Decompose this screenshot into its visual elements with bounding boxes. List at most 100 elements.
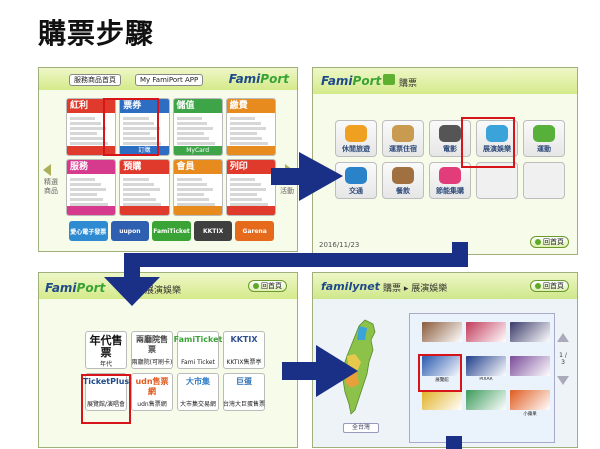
back-home-button[interactable]: 回首頁 — [530, 236, 569, 248]
event-poster — [510, 356, 550, 376]
event-card[interactable] — [510, 356, 550, 385]
category-icon — [533, 125, 555, 142]
tile-label: 電影 — [443, 145, 457, 153]
vendor-name: KKTIX售票亭 — [226, 359, 262, 366]
event-card[interactable]: PIXAR — [466, 356, 506, 385]
category-card[interactable]: 服務 — [66, 158, 117, 216]
category-items — [120, 113, 168, 149]
event-poster — [466, 322, 506, 342]
category-card[interactable]: 預購 — [119, 158, 170, 216]
event-caption: 小蘋果 — [523, 412, 537, 417]
category-card[interactable]: 會員 — [172, 158, 223, 216]
page-down-icon[interactable] — [557, 376, 569, 385]
category-items — [67, 174, 115, 210]
event-poster — [422, 390, 462, 410]
category-icon — [392, 125, 414, 142]
arrow-2-across — [124, 253, 468, 267]
famiport-logo: FamiPort — [321, 74, 382, 88]
category-title: 預購 — [120, 159, 169, 174]
event-card[interactable] — [422, 322, 462, 351]
event-card[interactable] — [466, 390, 506, 419]
famiport-logo: FamiPort — [228, 72, 289, 86]
vendor-card[interactable]: 巨蛋台灣大巨蛋售票 — [223, 373, 265, 411]
ticket-category-tile[interactable]: 休閒旅遊 — [335, 120, 377, 157]
ticket-category-tile[interactable]: 節能集購 — [429, 162, 471, 199]
all-taiwan-button[interactable]: 全台灣 — [343, 423, 379, 433]
category-card[interactable]: 繳費 — [225, 98, 276, 156]
breadcrumb: 購票 ▸ 展演娛樂 — [383, 284, 448, 294]
event-caption: PIXAR — [479, 377, 493, 382]
vendor-name: 兩廳院(可刷卡) — [131, 359, 173, 366]
vendor-name: 展覽館/演唱會 — [86, 401, 126, 408]
tile-label: 運票住宿 — [389, 145, 417, 153]
event-poster — [510, 322, 550, 342]
performance-vendor-screen: FamiPort 展演娛樂 回首頁 年代售票年代兩廳院售票兩廳院(可刷卡)Fam… — [38, 272, 298, 448]
event-card[interactable] — [466, 322, 506, 351]
vendor-logo: FamiTicket — [173, 335, 223, 344]
vendor-name: 台灣大巨蛋售票 — [223, 401, 266, 408]
back-home-button[interactable]: 回首頁 — [530, 280, 569, 292]
partner-link[interactable]: FamiTicket — [152, 221, 191, 241]
partner-link[interactable]: 愛心電子發票 — [69, 221, 108, 241]
event-card[interactable]: 展覽館 — [422, 356, 462, 385]
category-footer — [173, 206, 222, 215]
ticket-category-tile[interactable]: 展演娛樂 — [476, 120, 518, 157]
category-card[interactable]: 紅利 — [66, 98, 117, 156]
famiport-home-screen: 服務商品首頁 My FamiPort APP FamiPort 精選商品 熱門活… — [38, 67, 298, 252]
partner-link[interactable]: KKTIX — [193, 221, 233, 241]
event-card[interactable] — [422, 390, 462, 419]
prev-arrow-icon[interactable] — [43, 164, 51, 176]
ticket-icon — [383, 74, 395, 85]
vendor-card[interactable]: TicketPlus 展覽館/演唱會 — [82, 373, 130, 411]
next-arrow-icon[interactable] — [285, 164, 293, 176]
page-indicator: 1 / 3 — [559, 352, 567, 366]
category-title: 列印 — [226, 159, 275, 174]
partner-link[interactable]: Garena — [235, 221, 274, 241]
event-card[interactable] — [510, 322, 550, 351]
partner-link[interactable]: uupon — [110, 221, 150, 241]
category-title: 票券 — [120, 99, 169, 113]
category-icon — [439, 167, 461, 184]
ticket-category-tile[interactable]: 運動 — [523, 120, 565, 157]
ticket-category-tile[interactable]: 餐飲 — [382, 162, 424, 199]
vendor-logo: 巨蛋 — [236, 377, 252, 386]
category-items — [227, 174, 275, 210]
category-card[interactable]: 列印 — [225, 158, 276, 216]
category-footer: 訂購 — [120, 145, 169, 155]
category-items — [227, 113, 275, 149]
event-caption: 展覽館 — [435, 378, 449, 383]
my-famiport-app-button[interactable]: My FamiPort APP — [135, 74, 204, 86]
vendor-card[interactable]: 兩廳院售票兩廳院(可刷卡) — [131, 331, 173, 369]
familynet-logo: familynet — [321, 280, 380, 293]
back-home-button[interactable]: 回首頁 — [248, 280, 287, 292]
service-home-button[interactable]: 服務商品首頁 — [69, 74, 121, 86]
ticket-tile-grid: 休閒旅遊 運票住宿 電影 展演娛樂運動交通 餐飲節能集購 — [335, 120, 567, 199]
vendor-card[interactable]: 年代售票年代 — [85, 331, 127, 369]
ticket-category-tile[interactable]: 電影 — [429, 120, 471, 157]
vendor-name: udn售票網 — [137, 401, 167, 408]
tile-label: 休閒旅遊 — [342, 145, 370, 153]
vendor-logo: 年代售票 — [89, 334, 123, 359]
page-up-icon[interactable] — [557, 333, 569, 342]
vendor-name: 大市集交易網 — [179, 401, 216, 408]
famiport-logo: FamiPort — [45, 281, 106, 295]
event-card[interactable]: 小蘋果 — [510, 390, 550, 419]
taiwan-map[interactable] — [335, 318, 385, 416]
ticket-category-screen: FamiPort 購票 休閒旅遊運票住宿電影展演娛樂運動交通餐飲節能集購 201… — [312, 67, 578, 255]
ticket-category-tile[interactable]: 交通 — [335, 162, 377, 199]
highlight-ticket-category — [103, 98, 159, 156]
vendor-card[interactable]: 大市集大市集交易網 — [177, 373, 219, 411]
ticket-category-tile[interactable]: 運票住宿 — [382, 120, 424, 157]
vendor-logo: TicketPlus — [82, 377, 130, 386]
event-poster — [510, 390, 550, 410]
event-panel: 展覽館 PIXAR 小蘋果 — [409, 313, 555, 443]
event-poster — [466, 356, 506, 376]
tile-label: 交通 — [349, 187, 363, 195]
